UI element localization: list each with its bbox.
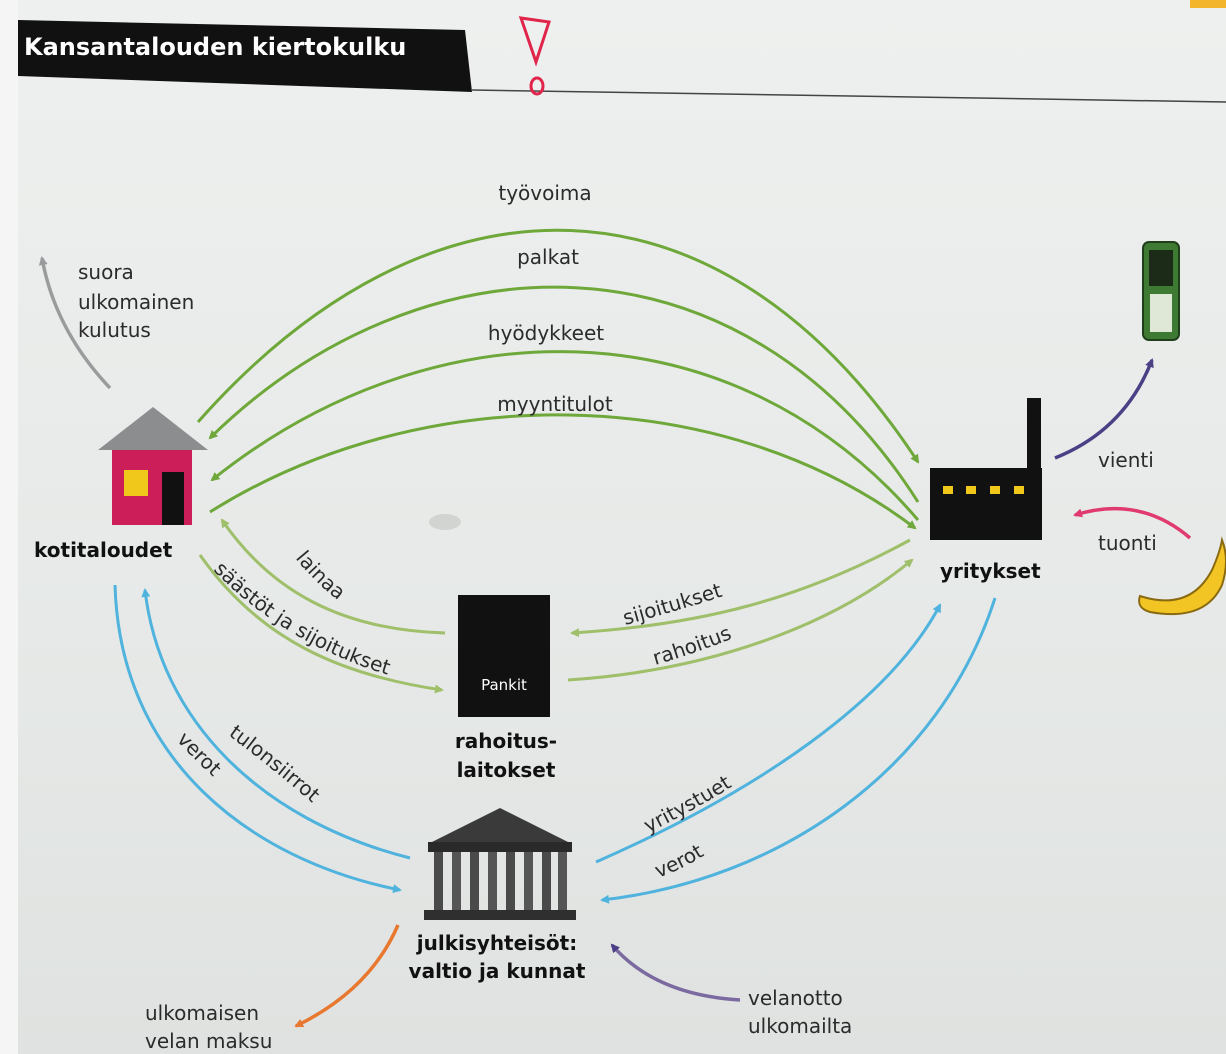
arrow-labor [196, 228, 920, 464]
arrow-taxes-household [113, 584, 402, 894]
arrow-investments [570, 538, 911, 638]
title-banner [18, 20, 472, 92]
title: Kansantalouden kiertokulku [24, 33, 406, 61]
node-financial-2: laitokset [457, 758, 556, 782]
handwritten-mark [518, 16, 551, 67]
node-firms: yritykset [940, 559, 1041, 583]
node-financial-1: rahoitus- [455, 729, 557, 753]
arrow-transfers [141, 588, 411, 860]
paper-stain [429, 514, 461, 530]
label-goods: hyödykkeet [488, 321, 604, 345]
factory-icon [930, 398, 1042, 540]
label-borrow-1: velanotto [748, 986, 843, 1010]
arrow-goods [210, 350, 920, 521]
label-transfers: tulonsiirrot [225, 720, 325, 807]
bank-label: Pankit [481, 676, 527, 694]
arrow-taxes-firm [600, 597, 997, 904]
banana-icon [1138, 536, 1226, 616]
arrow-financing [567, 558, 914, 682]
node-households: kotitaloudet [34, 538, 173, 562]
paper-edge-left [0, 0, 18, 1054]
arrow-imports [1073, 506, 1192, 540]
arrow-savings [198, 554, 444, 694]
title-rule [471, 89, 1226, 103]
label-borrow-2: ulkomailta [748, 1014, 852, 1038]
label-wages: palkat [517, 245, 579, 269]
arrow-wages [208, 285, 920, 503]
label-debt-1: ulkomaisen [145, 1001, 259, 1025]
label-imports: tuonti [1098, 531, 1157, 555]
house-icon [98, 407, 208, 525]
label-subsidies: yritystuet [640, 770, 736, 837]
node-public-1: julkisyhteisöt: [416, 931, 577, 955]
arrow-loans [220, 518, 446, 635]
arrow-exports [1054, 358, 1154, 460]
label-taxes-firm: verot [651, 839, 707, 883]
handwritten-dot [529, 76, 545, 96]
label-labor: työvoima [498, 181, 591, 205]
bank-icon [458, 595, 550, 717]
arrow-sales [209, 413, 917, 530]
label-taxes-household: verot [173, 727, 227, 781]
arrow-direct-foreign-consumption [38, 256, 112, 390]
label-exports: vienti [1098, 448, 1154, 472]
label-debt-2: velan maksu [145, 1029, 272, 1053]
node-public-2: valtio ja kunnat [409, 959, 586, 983]
label-sales: myyntitulot [497, 392, 613, 416]
label-direct-1: suora [78, 260, 134, 284]
arrow-foreign-debt-payment [294, 924, 400, 1028]
arrow-foreign-borrowing [610, 943, 741, 1002]
corner-tab [1190, 0, 1226, 8]
label-savings: säästöt ja sijoitukset [209, 557, 393, 680]
mobile-phone-icon [1142, 241, 1180, 341]
parthenon-icon [424, 808, 576, 920]
arrow-subsidies [595, 603, 942, 864]
label-direct-2: ulkomainen [78, 290, 194, 314]
label-direct-3: kulutus [78, 318, 151, 342]
